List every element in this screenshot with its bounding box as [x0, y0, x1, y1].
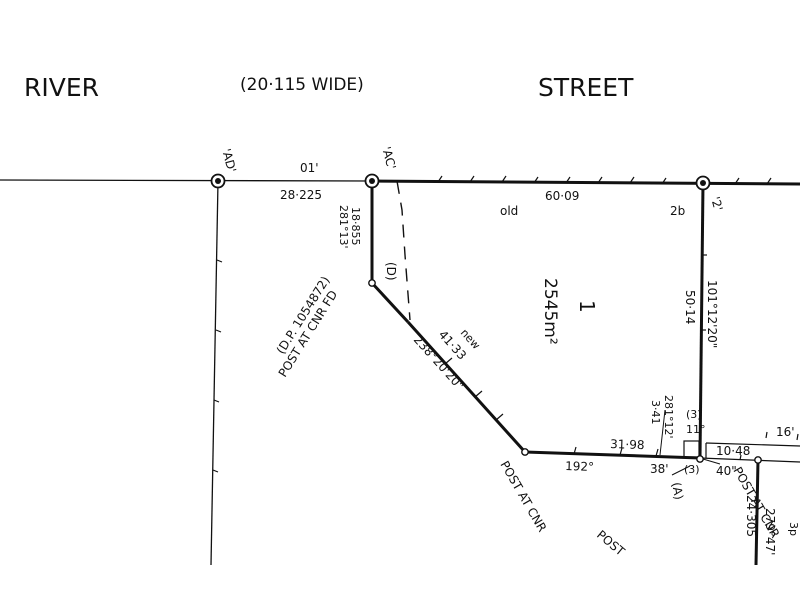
- frontage-distance-ad-ac: 28·225: [280, 188, 322, 202]
- lot-1-boundary: [370, 181, 705, 460]
- lot-number: 1: [575, 300, 599, 313]
- west-bearing: 281°13': [337, 205, 350, 249]
- lot-boundary-ticks: [444, 254, 707, 457]
- small-label-3-lower: (3): [684, 463, 700, 476]
- extension-distance: 10·48: [716, 444, 750, 458]
- label-2b: 2b: [670, 204, 685, 218]
- reference-square: [683, 440, 700, 458]
- old-boundary-dashed: [396, 180, 411, 321]
- extension-bearing-right: 16': [776, 425, 795, 439]
- post-partial: POST: [594, 528, 628, 559]
- frontage-distance-ac-2: 60·09: [545, 189, 579, 203]
- east-distance: 50·14: [683, 290, 697, 324]
- east-extension: [699, 431, 800, 566]
- small-bearing: 281°12': [662, 395, 675, 439]
- old-note: old: [500, 204, 518, 218]
- survey-mark-ad: [210, 173, 226, 189]
- frontage-bearing: 01': [300, 161, 319, 175]
- lower-bearing: 279°47': [763, 508, 777, 555]
- small-label-11: 11°: [686, 423, 706, 436]
- mark-a: (A): [669, 481, 686, 501]
- road-boundary-right: [371, 179, 800, 186]
- extension-bearing-end: 40": [716, 464, 737, 478]
- survey-mark-2: [695, 175, 711, 191]
- frontage-ticks: [437, 175, 772, 185]
- side-boundary-ad: [210, 180, 219, 566]
- west-mark-d: (D): [384, 262, 398, 281]
- lot-area: 2545m²: [540, 278, 560, 345]
- small-label-3-upper: (3): [686, 408, 702, 421]
- south-bearing: 192°: [565, 459, 594, 474]
- street-name-street: STREET: [538, 73, 634, 102]
- lower-distance: 24·305: [744, 495, 758, 537]
- post-cnr-diagonal: POST AT CNR: [497, 459, 549, 535]
- small-distance: 3·41: [649, 400, 662, 425]
- survey-mark-ac: [364, 173, 380, 189]
- post-markers: [368, 279, 762, 464]
- street-name-river: RIVER: [24, 73, 99, 102]
- station-label-ad: 'AD': [219, 147, 239, 174]
- west-distance: 18·855: [349, 207, 362, 246]
- south-bearing-end: 38': [650, 462, 669, 476]
- side-boundary-ad-ticks: [212, 259, 223, 473]
- road-width-note: (20·115 WIDE): [240, 75, 364, 95]
- south-distance: 31·98: [610, 437, 645, 452]
- label-3p: 3p: [787, 522, 800, 536]
- station-label-2: '2': [708, 195, 725, 212]
- east-bearing: 101°12'20": [705, 280, 719, 348]
- road-boundary-left: [0, 179, 373, 182]
- station-label-ac: 'AC': [379, 145, 398, 171]
